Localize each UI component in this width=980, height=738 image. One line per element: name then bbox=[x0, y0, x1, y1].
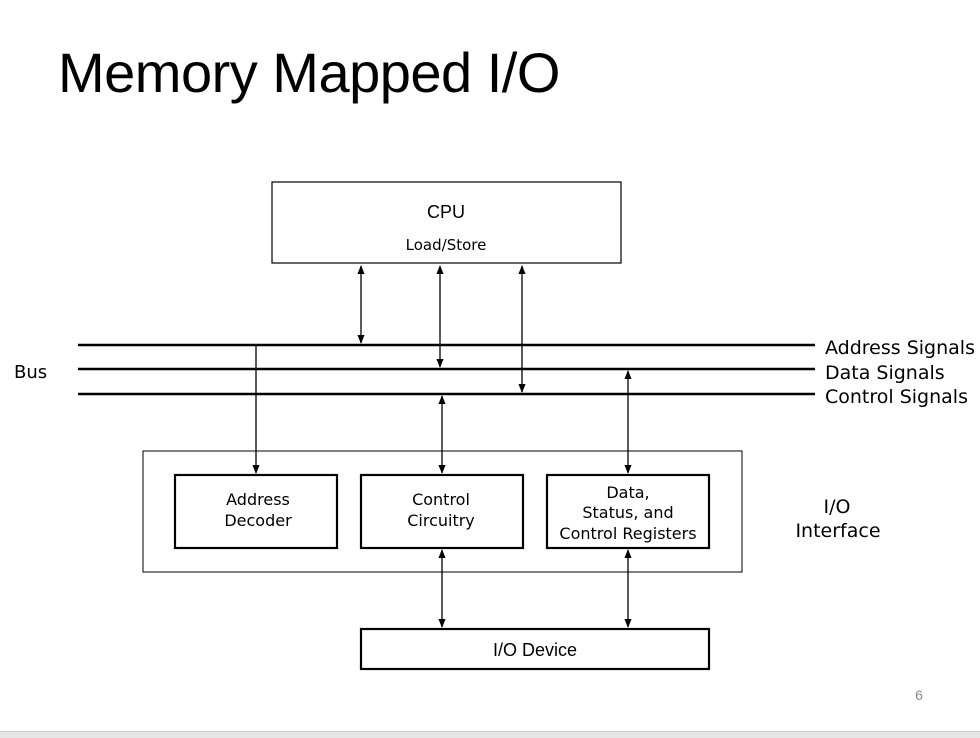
cpu-block: CPU Load/Store bbox=[271, 181, 622, 264]
address-signals-label: Address Signals bbox=[825, 337, 975, 359]
bottom-scrollbar-track bbox=[0, 731, 980, 738]
address-decoder-line1: Address bbox=[226, 490, 290, 509]
registers-line3: Control Registers bbox=[559, 524, 696, 543]
bus-label: Bus bbox=[14, 362, 47, 383]
control-signals-label: Control Signals bbox=[825, 386, 968, 408]
io-device-block: I/O Device bbox=[359, 627, 711, 671]
io-interface-label-line2: Interface bbox=[795, 520, 880, 542]
control-circuitry-line2: Circuitry bbox=[407, 511, 475, 530]
cpu-box bbox=[271, 181, 622, 264]
control-circuitry-line1: Control bbox=[412, 490, 470, 509]
io-device-box bbox=[359, 627, 711, 671]
io-interface: Address Decoder Control Circuitry Data, … bbox=[142, 450, 881, 573]
address-decoder-box bbox=[173, 473, 339, 550]
slide-title: Memory Mapped I/O bbox=[58, 41, 560, 104]
page-number: 6 bbox=[915, 687, 923, 703]
cpu-title: CPU bbox=[427, 202, 465, 222]
registers-line1: Data, bbox=[606, 483, 649, 502]
registers-line2: Status, and bbox=[582, 503, 673, 522]
control-circuitry-box bbox=[359, 473, 525, 550]
registers-box bbox=[545, 473, 711, 550]
io-interface-label-line1: I/O bbox=[824, 496, 851, 518]
io-device-label: I/O Device bbox=[493, 640, 577, 660]
data-signals-label: Data Signals bbox=[825, 362, 945, 384]
bus: Bus Address Signals Data Signals Control… bbox=[14, 337, 975, 408]
address-decoder-line2: Decoder bbox=[224, 511, 292, 530]
cpu-subtitle: Load/Store bbox=[406, 236, 487, 254]
